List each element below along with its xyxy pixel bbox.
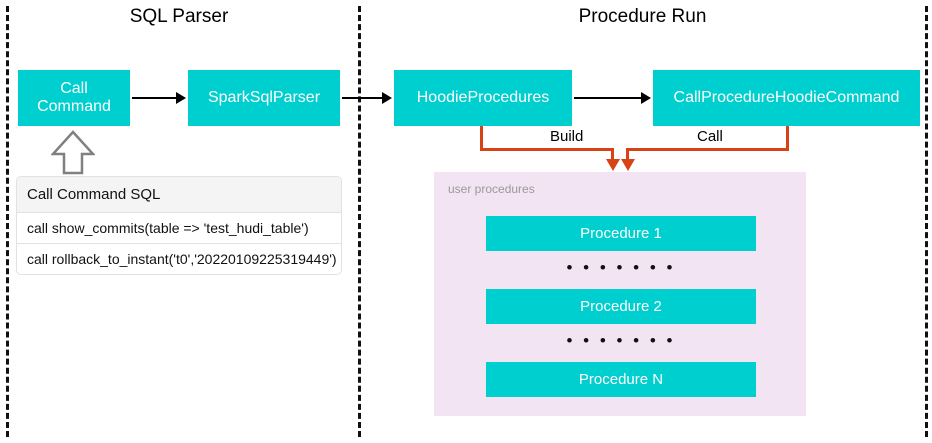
node-call-command-line2: Command — [37, 98, 111, 115]
hollow-up-arrow-icon — [51, 130, 95, 175]
call-command-sql-table: Call Command SQL call show_commits(table… — [16, 176, 342, 275]
sql-table-row-1: call rollback_to_instant('t0','202201092… — [27, 251, 337, 267]
section-title-procedure-run: Procedure Run — [578, 6, 707, 27]
connector-build-segment-horizontal — [480, 148, 614, 151]
connector-call-segment-vertical-right — [786, 126, 789, 151]
node-call-procedure-hoodie-command[interactable]: CallProcedureHoodieCommand — [653, 70, 920, 126]
procedure-box-1-label: Procedure 1 — [580, 225, 662, 242]
node-spark-sql-parser[interactable]: SparkSqlParser — [188, 70, 340, 126]
connector-build-segment-vertical-down — [611, 148, 614, 161]
procedure-ellipsis-1: • • • • • • • — [566, 258, 676, 277]
arrow-parser-to-hoodie-procedures-line — [342, 97, 384, 99]
connector-label-build: Build — [545, 128, 589, 145]
arrow-call-command-to-parser-line — [132, 97, 178, 99]
node-spark-sql-parser-label: SparkSqlParser — [207, 88, 321, 106]
procedure-box-n-label: Procedure N — [578, 371, 664, 388]
connector-build-segment-vertical-left — [480, 126, 483, 151]
procedure-box-2[interactable]: Procedure 2 — [486, 289, 756, 324]
connector-call-arrowhead-icon — [621, 159, 635, 171]
procedure-box-n[interactable]: Procedure N — [486, 362, 756, 397]
procedure-ellipsis-2: • • • • • • • — [566, 331, 676, 350]
arrow-hoodie-procedures-to-command-line — [574, 97, 643, 99]
node-hoodie-procedures-label: HoodieProcedures — [416, 88, 550, 106]
user-procedures-caption: user procedures — [448, 182, 535, 196]
sql-table-row-0: call show_commits(table => 'test_hudi_ta… — [17, 213, 341, 244]
node-call-procedure-hoodie-command-label: CallProcedureHoodieCommand — [673, 88, 900, 106]
connector-build-arrowhead-icon — [606, 159, 620, 171]
sql-table-header: Call Command SQL — [17, 177, 341, 213]
node-hoodie-procedures[interactable]: HoodieProcedures — [394, 70, 572, 126]
swimlane-divider-middle — [358, 6, 361, 437]
arrow-parser-to-hoodie-procedures-head-icon — [382, 92, 392, 104]
node-call-command[interactable]: Call Command — [18, 70, 130, 126]
arrow-hoodie-procedures-to-command-head-icon — [641, 92, 651, 104]
section-title-sql-parser: SQL Parser — [129, 6, 229, 27]
procedure-box-2-label: Procedure 2 — [580, 298, 662, 315]
procedure-box-1[interactable]: Procedure 1 — [486, 216, 756, 251]
swimlane-divider-right — [925, 6, 928, 437]
node-call-command-line1: Call — [60, 79, 88, 97]
connector-call-segment-horizontal — [626, 148, 789, 151]
connector-call-segment-vertical-down — [626, 148, 629, 161]
arrow-call-command-to-parser-head-icon — [176, 92, 186, 104]
connector-label-call: Call — [692, 128, 728, 145]
swimlane-divider-left — [6, 6, 9, 437]
